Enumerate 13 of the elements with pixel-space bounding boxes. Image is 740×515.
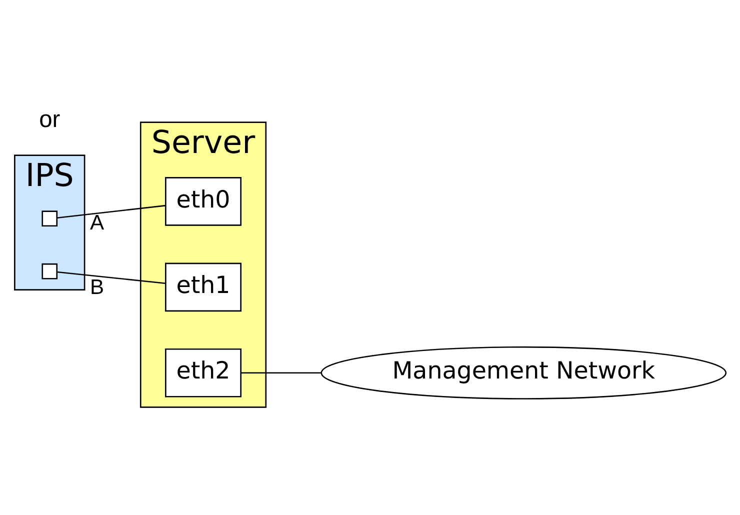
node-box [42, 210, 58, 226]
edge-label: A [90, 211, 104, 234]
node-box: eth1 [165, 262, 242, 312]
connector [241, 372, 322, 374]
node-box: eth0 [165, 177, 242, 226]
node-box [42, 263, 58, 280]
edge-label: B [90, 276, 104, 299]
connector [56, 271, 166, 284]
cluster: IPS [14, 154, 86, 290]
label: or [39, 106, 60, 133]
node-ellipse: Management Network [320, 346, 727, 400]
connector [56, 204, 166, 219]
node-box: eth2 [165, 348, 242, 398]
